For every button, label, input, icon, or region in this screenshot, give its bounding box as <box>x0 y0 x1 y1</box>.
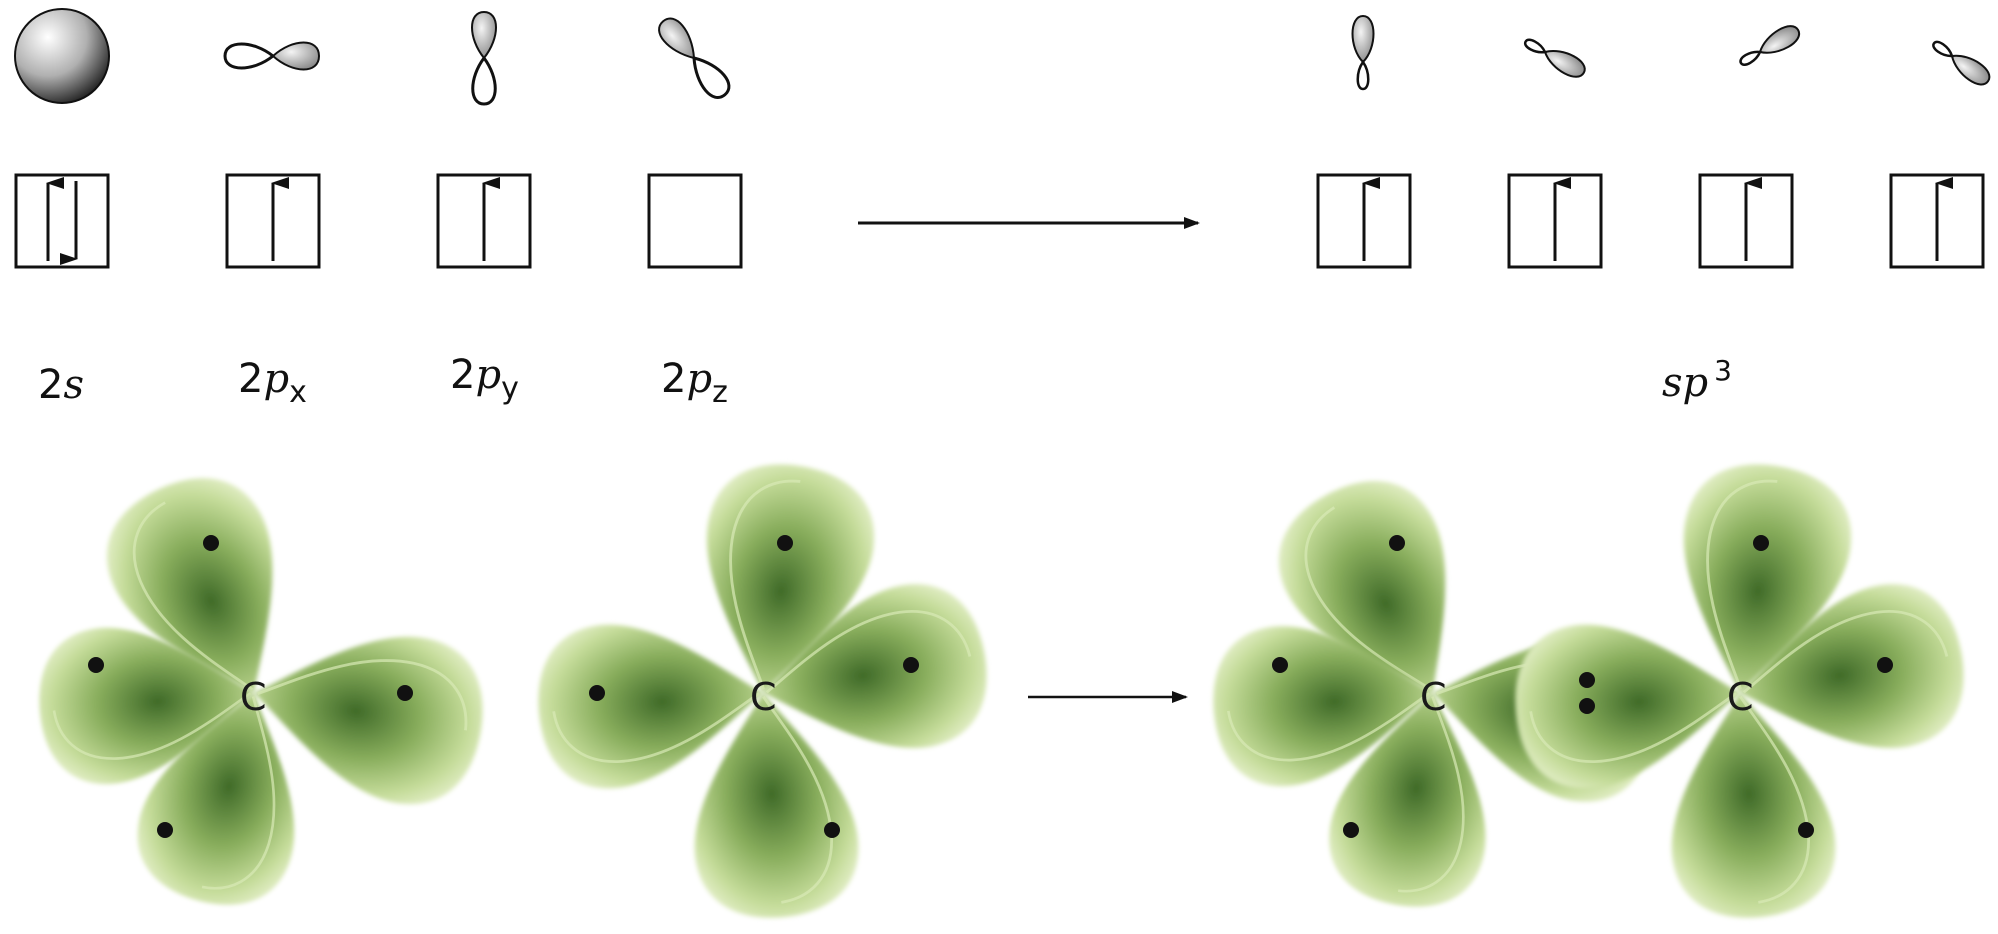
electron-dot <box>1272 657 1288 673</box>
carbon-lobe-clusters <box>33 452 1976 924</box>
carbon-cluster-product-left <box>1207 456 1669 918</box>
electron-dot <box>1343 822 1359 838</box>
electron-dot <box>88 657 104 673</box>
carbon-label-left: C <box>240 675 267 719</box>
electron-dot <box>157 822 173 838</box>
sp3-orbital-box <box>1698 173 1794 269</box>
electron-dot <box>397 685 413 701</box>
carbon-cluster-middle <box>532 452 999 924</box>
orbital-box <box>225 173 321 269</box>
carbon-cluster-product-right <box>1509 452 1976 924</box>
2pz-orbital-icon <box>658 17 731 99</box>
sp3-orbital-icon <box>1932 40 1991 86</box>
orbital-shapes-before <box>14 8 731 106</box>
2s-orbital-sphere-icon <box>14 8 110 104</box>
sp3-orbital-icon <box>1351 14 1375 91</box>
shared-electron-pair <box>1579 672 1595 714</box>
label-2px: 2px <box>238 356 307 410</box>
sp3-orbital-box <box>1507 173 1603 269</box>
sp3-orbital-icon <box>1739 25 1801 66</box>
electron-dot <box>1753 535 1769 551</box>
carbon-label-product-right: C <box>1727 675 1754 719</box>
label-2py: 2py <box>450 352 519 406</box>
carbon-label-middle: C <box>750 675 777 719</box>
electron-dot <box>1877 657 1893 673</box>
electron-dot <box>1579 698 1595 714</box>
label-2pz: 2pz <box>661 356 728 410</box>
orbital-box <box>436 173 532 269</box>
electron-dot <box>1579 672 1595 688</box>
electron-dot <box>1798 822 1814 838</box>
electron-dot <box>1389 535 1405 551</box>
sp3-orbital-box <box>1316 173 1412 269</box>
orbital-box <box>647 173 743 269</box>
orbital-shapes-after <box>1351 14 1991 91</box>
electron-dot <box>777 535 793 551</box>
electron-dot <box>903 657 919 673</box>
sp3-orbital-box <box>1889 173 1985 269</box>
electron-boxes-before <box>14 173 743 269</box>
label-2s: 2s <box>38 362 84 408</box>
2py-orbital-icon <box>471 10 497 106</box>
carbon-label-product-left: C <box>1420 675 1447 719</box>
carbon-cluster-left <box>33 454 495 920</box>
electron-dot <box>203 535 219 551</box>
electron-boxes-after <box>1316 173 1985 269</box>
orbital-box <box>14 173 110 269</box>
sp3-orbital-icon <box>1523 38 1586 78</box>
2px-orbital-icon <box>223 41 321 71</box>
electron-dot <box>589 685 605 701</box>
electron-dot <box>824 822 840 838</box>
